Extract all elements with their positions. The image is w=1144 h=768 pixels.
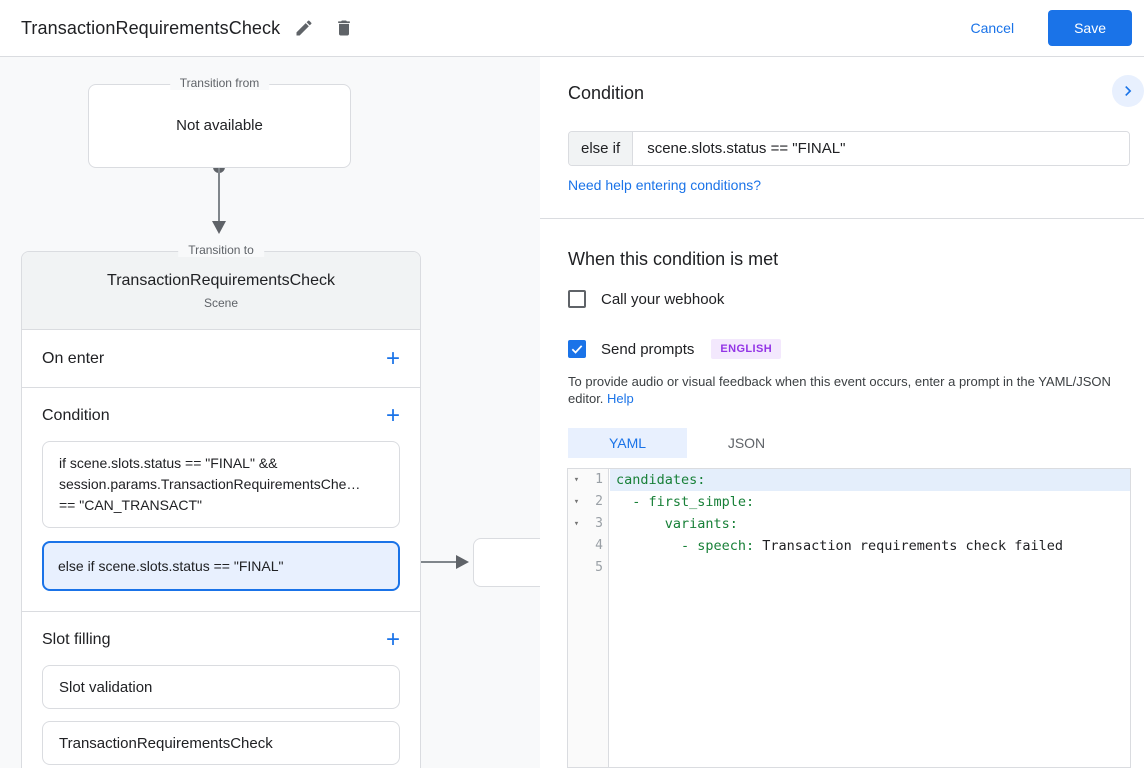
add-slot-button[interactable]: + — [386, 628, 400, 652]
slot-item-transaction[interactable]: TransactionRequirementsCheck — [42, 721, 400, 765]
scene-card-header[interactable]: TransactionRequirementsCheck Scene — [22, 252, 420, 330]
yaml-key: variants: — [616, 516, 738, 532]
condition-detail-panel: Condition else if Need help entering con… — [540, 57, 1144, 768]
condition-line: if scene.slots.status == "FINAL" && — [59, 455, 278, 471]
scene-name: TransactionRequirementsCheck — [107, 272, 335, 289]
add-condition-button[interactable]: + — [386, 404, 400, 428]
line-number: 1 — [595, 472, 603, 487]
condition-line: == "CAN_TRANSACT" — [59, 497, 202, 513]
scene-card: Transition to TransactionRequirementsChe… — [21, 243, 421, 768]
tab-yaml[interactable]: YAML — [568, 428, 687, 458]
transition-target-node[interactable] — [473, 538, 540, 587]
condition-text: else if scene.slots.status == "FINAL" — [58, 557, 284, 574]
line-number: 2 — [595, 494, 603, 509]
on-enter-section: On enter + — [22, 330, 420, 388]
condition-section-label: Condition — [42, 407, 110, 424]
add-icon: + — [385, 626, 400, 653]
condition-prefix-label: else if — [569, 132, 634, 165]
send-prompts-row: Send prompts ENGLISH — [568, 339, 782, 359]
add-icon: + — [385, 402, 400, 429]
collapse-arrow-icon[interactable]: ▾ — [573, 519, 580, 529]
code-line[interactable]: ▾ 3 variants: — [568, 513, 1130, 535]
edit-button[interactable] — [288, 12, 320, 44]
yaml-value: Transaction requirements check failed — [754, 538, 1064, 554]
save-button[interactable]: Save — [1048, 10, 1132, 46]
add-on-enter-button[interactable]: + — [385, 344, 400, 372]
editor-tabs: YAML JSON — [568, 428, 806, 458]
cancel-button[interactable]: Cancel — [970, 20, 1015, 36]
page-title: TransactionRequirementsCheck — [21, 17, 281, 38]
condition-line: session.params.TransactionRequirementsCh… — [59, 476, 361, 492]
scene-flow-panel: Transition from Not available Transition… — [0, 57, 540, 768]
slot-label: Slot validation — [59, 678, 153, 696]
on-enter-label: On enter — [42, 349, 105, 367]
line-number: 5 — [595, 560, 603, 575]
condition-item-elseif-selected[interactable]: else if scene.slots.status == "FINAL" — [42, 541, 400, 591]
scene-type: Scene — [203, 296, 239, 310]
editor-gutter — [568, 469, 609, 767]
check-icon — [571, 345, 583, 354]
condition-expression-input[interactable] — [633, 132, 1129, 165]
condition-section: Condition + if scene.slots.status == "FI… — [22, 388, 420, 612]
line-number: 3 — [595, 516, 603, 531]
pencil-icon — [296, 20, 312, 36]
collapse-arrow-icon[interactable]: ▾ — [573, 497, 580, 507]
transition-from-node[interactable]: Transition from Not available — [88, 76, 351, 168]
slot-label: TransactionRequirementsCheck — [59, 734, 273, 752]
when-met-heading: When this condition is met — [568, 249, 779, 269]
trash-icon — [338, 20, 351, 36]
code-line[interactable]: ▾ 4 - speech: Transaction requirements c… — [568, 535, 1130, 557]
webhook-label[interactable]: Call your webhook — [601, 290, 725, 308]
top-bar: TransactionRequirementsCheck Cancel Save — [0, 0, 1144, 57]
send-prompts-checkbox[interactable] — [568, 340, 586, 358]
language-badge: ENGLISH — [711, 339, 782, 359]
transition-from-content: Not available — [176, 117, 263, 134]
chevron-right-icon — [1125, 86, 1132, 96]
code-line[interactable]: ▾ 5 — [568, 557, 1130, 579]
delete-button[interactable] — [328, 12, 360, 44]
panel-title: Condition — [568, 83, 645, 103]
send-prompts-label[interactable]: Send prompts — [601, 340, 695, 358]
line-number: 4 — [595, 538, 603, 553]
yaml-key: - speech: — [616, 538, 755, 554]
collapse-arrow-icon[interactable]: ▾ — [573, 475, 580, 485]
add-icon: + — [385, 344, 400, 372]
transition-from-label: Transition from — [169, 76, 270, 90]
slot-filling-section: Slot filling + Slot validation Transacti… — [22, 612, 420, 768]
slot-filling-label: Slot filling — [42, 631, 111, 648]
code-line[interactable]: ▾ 2 - first_simple: — [568, 491, 1130, 513]
code-line[interactable]: ▾ 1 candidates: — [568, 469, 1130, 491]
transition-to-label: Transition to — [178, 243, 264, 257]
tab-json[interactable]: JSON — [687, 428, 806, 458]
description-text: To provide audio or visual feedback when… — [568, 374, 1111, 406]
condition-expression-group: else if — [568, 131, 1130, 166]
help-link[interactable]: Help — [607, 391, 634, 406]
yaml-key: candidates: — [616, 472, 706, 488]
slot-item-validation[interactable]: Slot validation — [42, 665, 400, 709]
condition-item-if[interactable]: if scene.slots.status == "FINAL" && sess… — [42, 441, 400, 528]
conditions-help-link[interactable]: Need help entering conditions? — [568, 177, 762, 193]
webhook-checkbox[interactable] — [568, 290, 586, 308]
collapse-panel-button[interactable] — [1112, 75, 1144, 107]
prompt-description: To provide audio or visual feedback when… — [568, 373, 1136, 407]
webhook-row: Call your webhook — [568, 290, 724, 308]
yaml-key: - first_simple: — [616, 494, 755, 510]
yaml-code-editor[interactable]: ▾ 1 candidates: ▾ 2 - first_simple: ▾ 3 … — [567, 468, 1131, 768]
section-divider — [540, 218, 1144, 219]
